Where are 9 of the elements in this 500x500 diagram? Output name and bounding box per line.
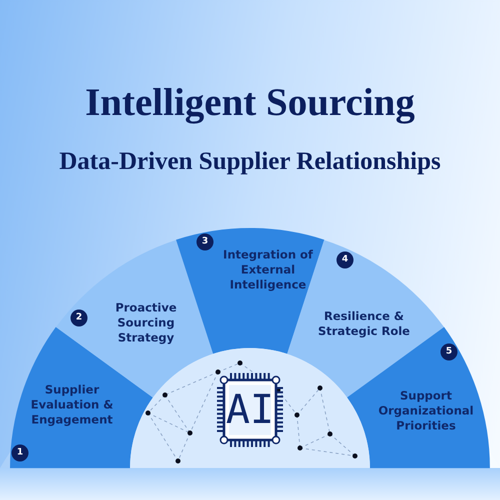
segment-label: Proactive Sourcing Strategy bbox=[114, 300, 178, 346]
title: Intelligent Sourcing bbox=[84, 80, 416, 125]
segment-label: Supplier Evaluation & Engagement bbox=[30, 382, 114, 428]
ai-hub bbox=[130, 348, 370, 468]
segment-label: Integration of External Intelligence bbox=[222, 248, 314, 292]
segment-label: Resilience & Strategic Role bbox=[316, 308, 411, 339]
segment-label: Support Organizational Priorities bbox=[377, 388, 475, 434]
chip-label: AI bbox=[226, 388, 274, 432]
subtitle: Data-Driven Supplier Relationships bbox=[58, 148, 442, 176]
